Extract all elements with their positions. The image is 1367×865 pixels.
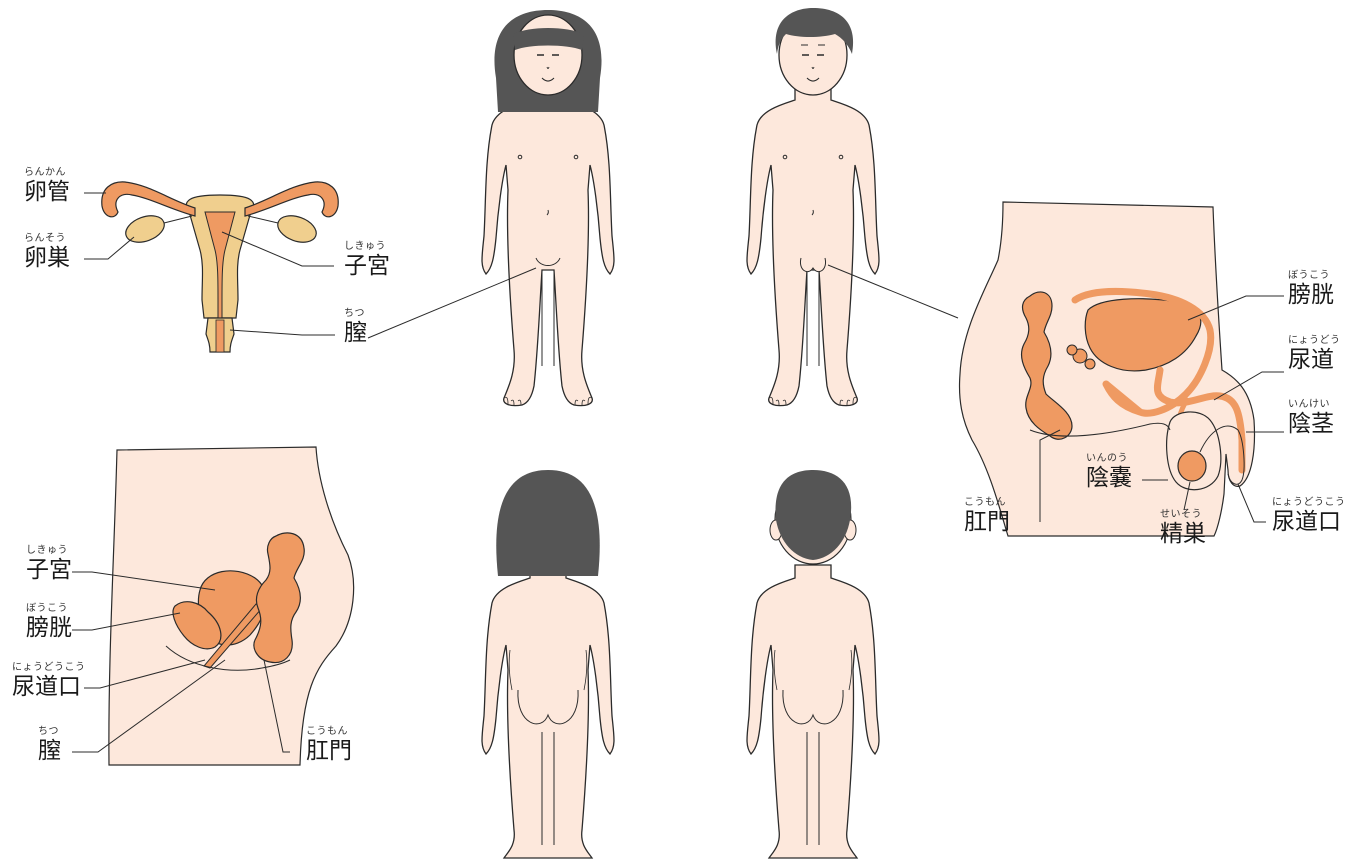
- label-male-penis: いんけい 陰茎: [1288, 400, 1334, 436]
- label-female-anus: こうもん 肛門: [306, 727, 352, 763]
- label-ovary: らんそう 卵巣: [24, 234, 70, 270]
- label-female-urethral-opening: にょうどうこう 尿道口: [12, 663, 86, 699]
- label-female-bladder: ぼうこう 膀胱: [26, 604, 72, 640]
- boy-front-figure: [747, 8, 879, 406]
- label-male-urethra: にょうどう 尿道: [1288, 336, 1341, 372]
- label-uterus-top: しきゅう 子宮: [344, 242, 390, 278]
- label-male-urethral-opening: にょうどうこう 尿道口: [1272, 498, 1346, 534]
- boy-back-figure: [747, 470, 879, 858]
- label-vagina-top: ちつ 膣: [344, 309, 367, 345]
- label-female-vagina: ちつ 膣: [38, 727, 61, 763]
- label-male-scrotum: いんのう 陰嚢: [1086, 454, 1132, 490]
- label-male-bladder: ぼうこう 膀胱: [1288, 271, 1334, 307]
- label-oviduct: らんかん 卵管: [24, 168, 70, 204]
- girl-back-figure: [482, 470, 614, 858]
- girl-front-figure: [482, 10, 614, 406]
- label-male-testis: せいそう 精巣: [1160, 510, 1206, 546]
- label-male-anus: こうもん 肛門: [964, 498, 1010, 534]
- label-female-uterus: しきゅう 子宮: [26, 546, 72, 582]
- uterus-front-diagram: [102, 182, 338, 352]
